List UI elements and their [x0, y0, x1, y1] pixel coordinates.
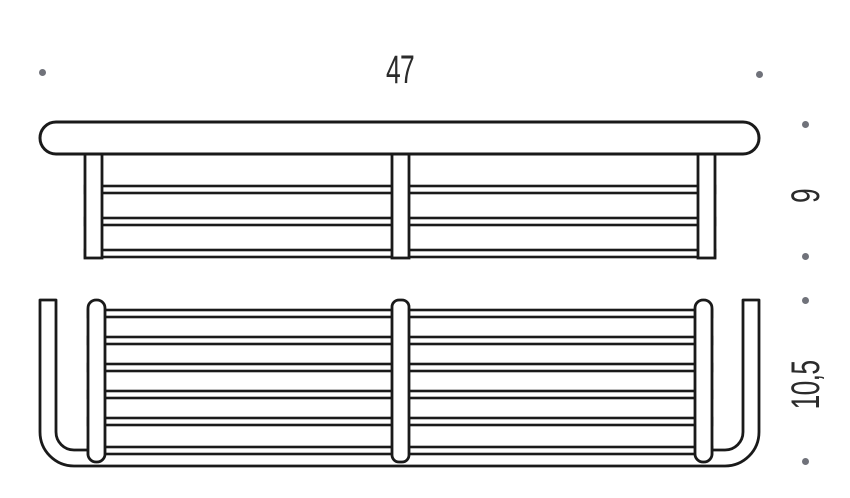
lower-post-right	[693, 298, 714, 464]
dimension-label-lower-height: 10,5	[784, 360, 828, 410]
upper-post-left	[83, 148, 104, 260]
upper-center-divider	[390, 148, 411, 260]
upper-shelf-top-bar	[38, 120, 761, 156]
marker-upper-bottom	[802, 253, 809, 260]
marker-lower-bottom	[802, 458, 809, 465]
marker-width-right	[756, 71, 763, 78]
lower-basket-outer-frame	[38, 298, 761, 468]
lower-post-left	[86, 298, 107, 464]
upper-post-right	[696, 148, 717, 260]
upper-shelf-view	[38, 120, 761, 260]
lower-center-divider	[390, 298, 411, 464]
dimension-label-upper-height: 9	[784, 188, 828, 204]
marker-lower-top	[802, 297, 809, 304]
marker-upper-top	[802, 121, 809, 128]
dimension-label-width: 47	[385, 48, 415, 92]
lower-basket-view	[38, 298, 761, 468]
marker-width-left	[39, 69, 46, 76]
